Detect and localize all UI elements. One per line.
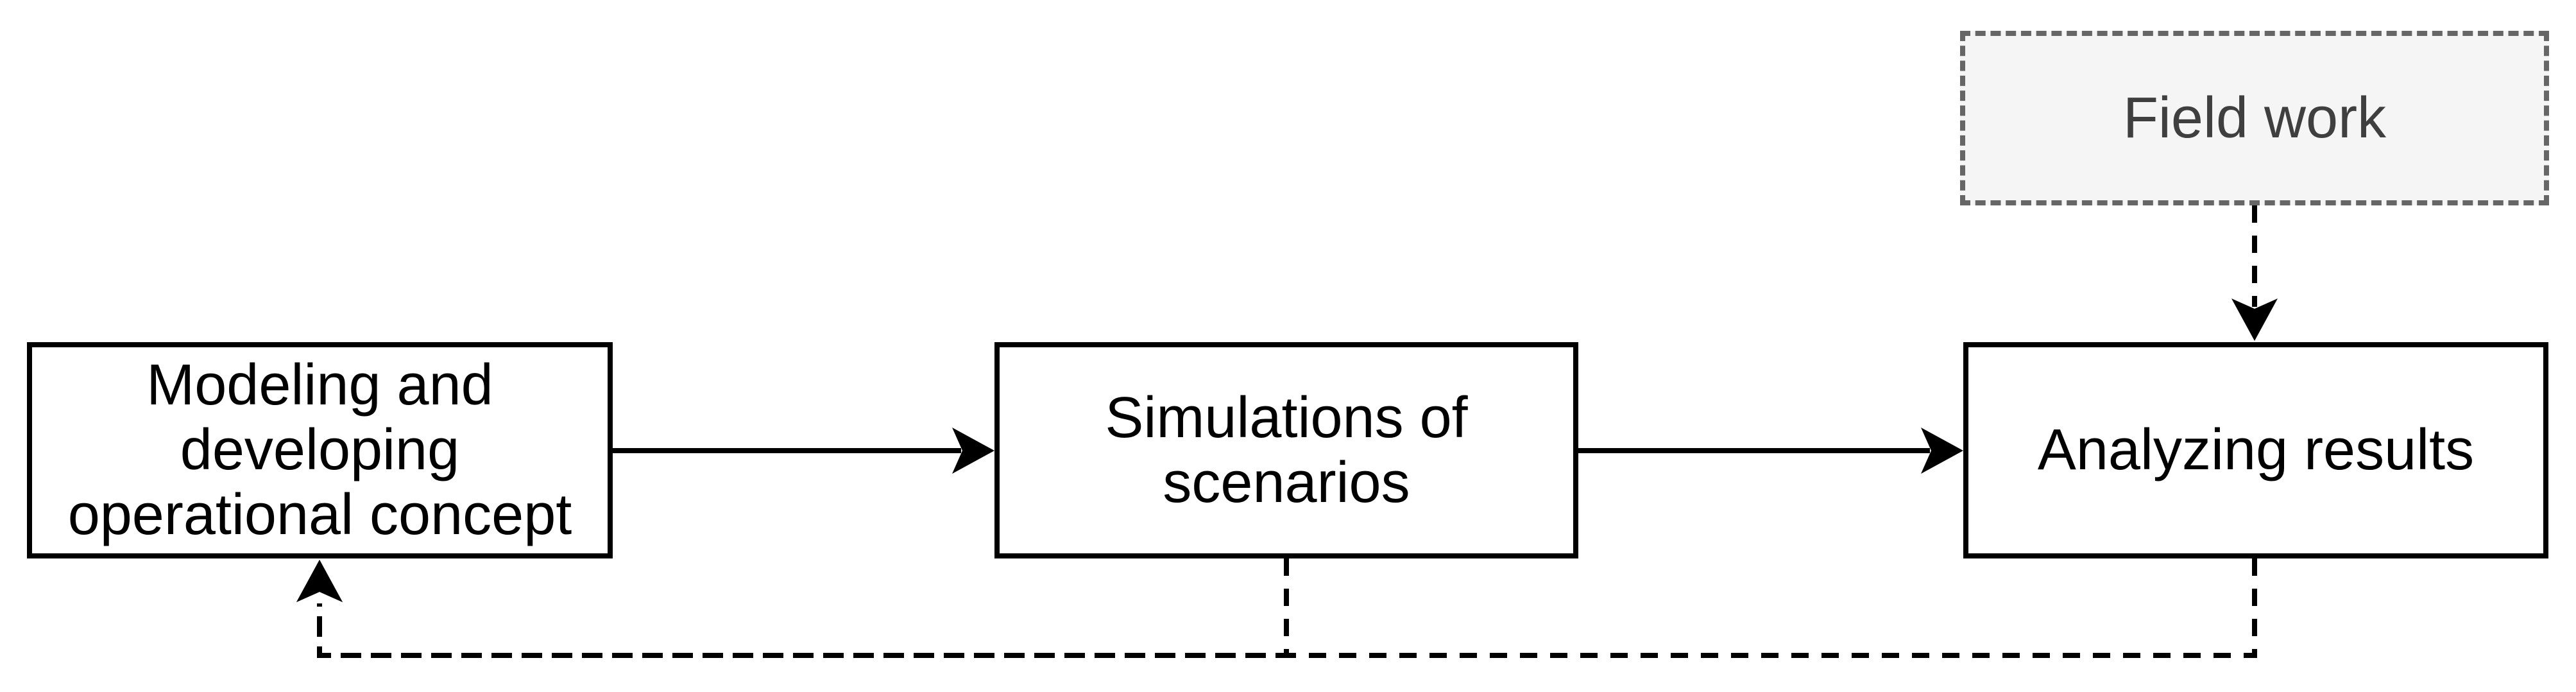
edge-simulations-to-modeling: [317, 558, 1289, 658]
node-modeling-label: Modeling and developing operational conc…: [67, 353, 572, 547]
node-fieldwork: Field work: [1960, 31, 2549, 205]
node-fieldwork-label: Field work: [2122, 85, 2387, 150]
arrowhead-modeling-to-simulations: [952, 428, 994, 474]
node-simulations: Simulations of scenarios: [994, 342, 1578, 558]
node-modeling: Modeling and developing operational conc…: [27, 342, 613, 558]
node-analyzing-label: Analyzing results: [2037, 418, 2475, 483]
node-analyzing: Analyzing results: [1963, 342, 2548, 558]
node-simulations-label: Simulations of scenarios: [1105, 385, 1468, 515]
arrowhead-fieldwork-to-analyzing: [2231, 298, 2278, 341]
arrowhead-simulations-to-modeling: [296, 560, 343, 602]
arrowhead-simulations-to-analyzing: [1921, 428, 1963, 474]
